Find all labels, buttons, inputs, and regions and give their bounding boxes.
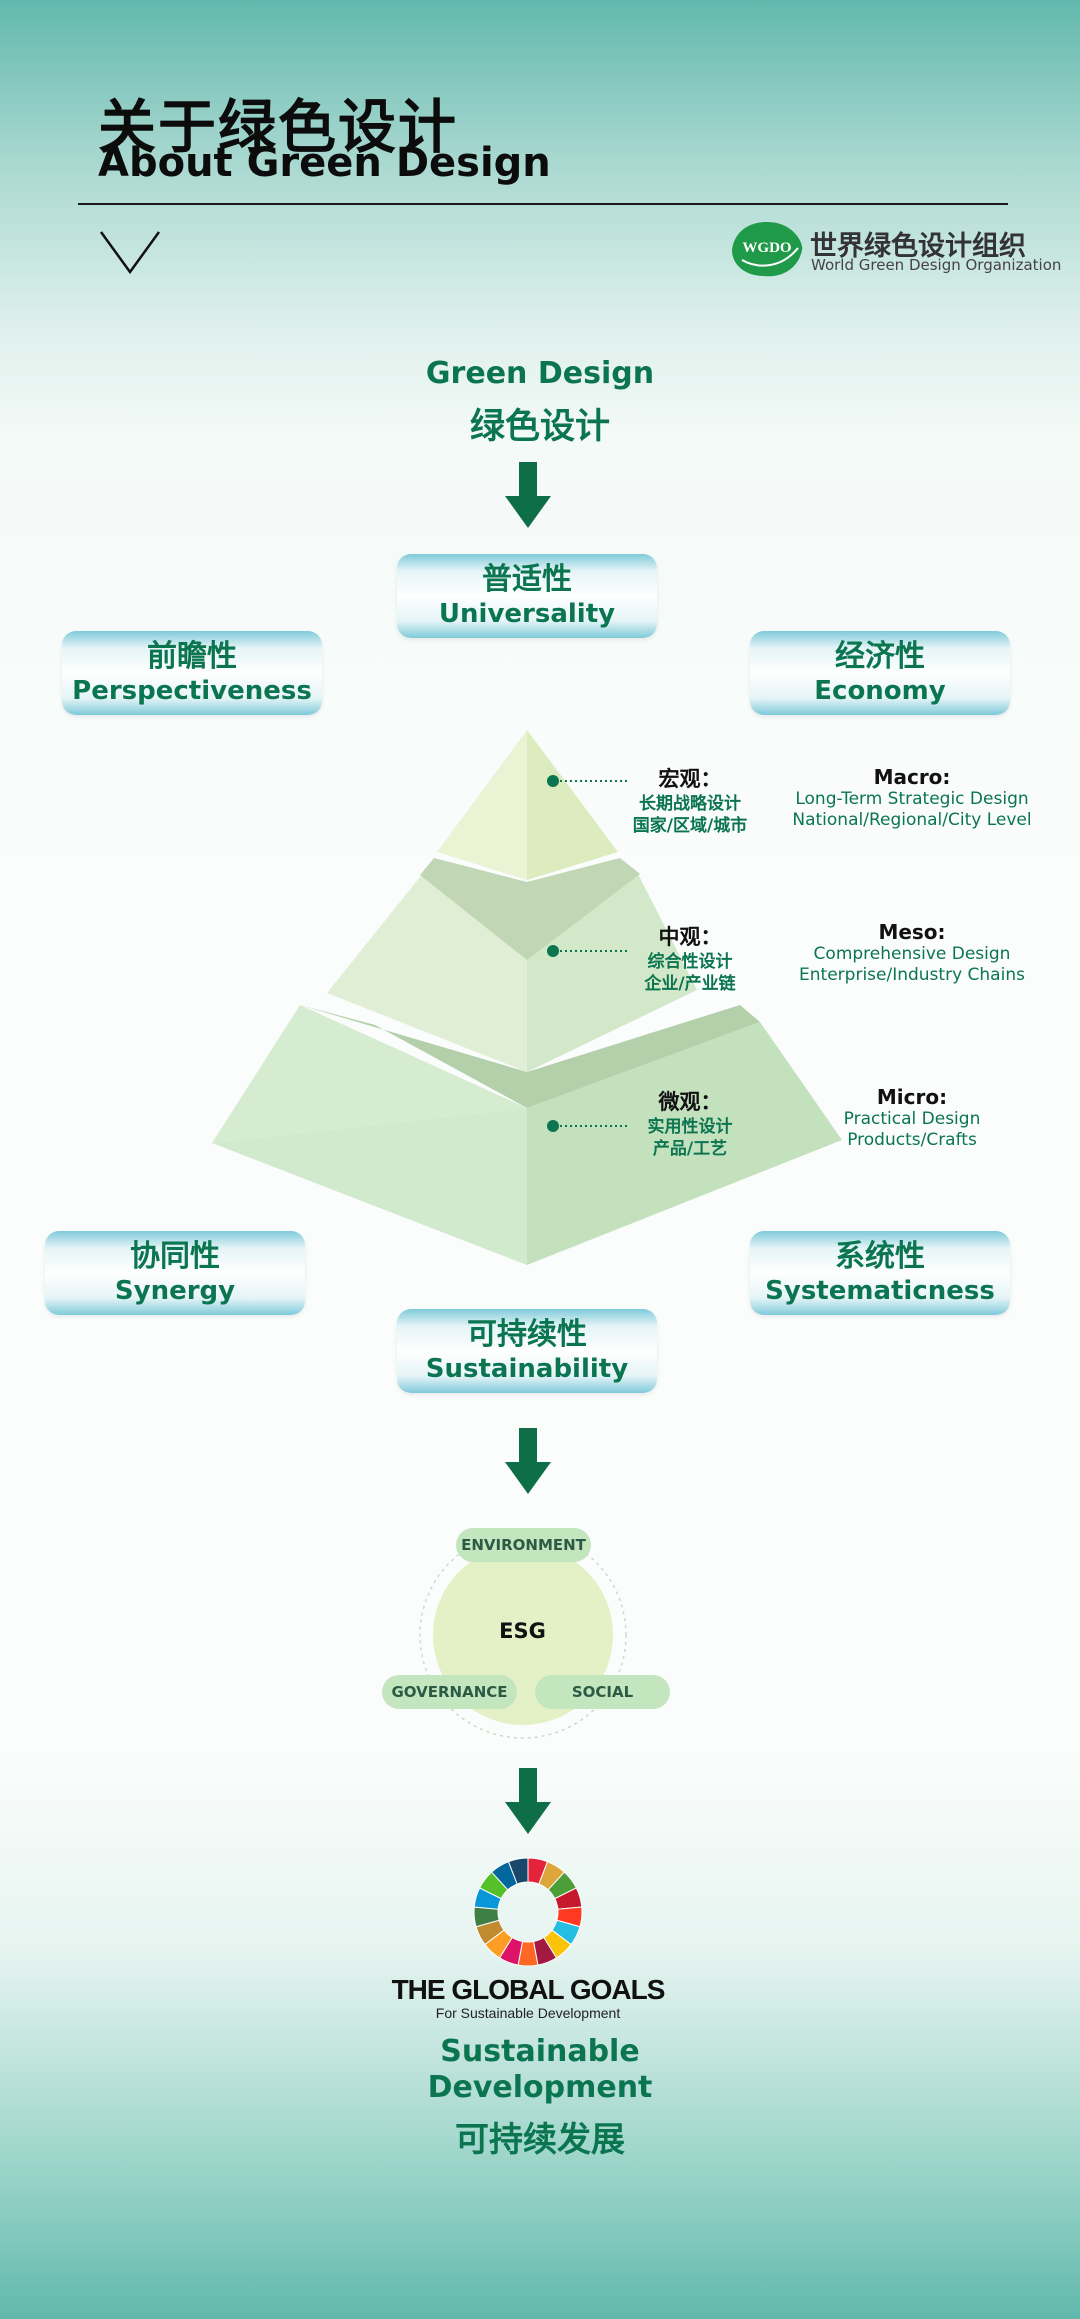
level-macro-en-line2: National/Regional/City Level [792, 810, 1032, 830]
green-design-title-en: Green Design [425, 356, 655, 391]
sustainable-development-cn: 可持续发展 [455, 2120, 625, 2160]
level-meso-cn-line1: 综合性设计 [647, 952, 733, 972]
logo-name-en: World Green Design Organization [811, 256, 1062, 274]
level-meso-en-line2: Enterprise/Industry Chains [799, 965, 1025, 985]
esg-center-label: ESG [499, 1619, 546, 1643]
level-macro-cn: 宏观： [658, 767, 722, 791]
header-divider [78, 203, 1008, 205]
sustainable-development-en: Sustainable Development [340, 2034, 740, 2106]
level-micro-cn-line1: 实用性设计 [647, 1117, 733, 1137]
principle-universality: 普适性 Universality [397, 554, 657, 638]
level-macro-cn-line1: 长期战略设计 [639, 794, 741, 814]
principle-perspectiveness-cn: 前瞻性 [147, 639, 237, 674]
level-meso-en-line1: Comprehensive Design [813, 944, 1011, 964]
page-title-en: About Green Design [98, 140, 551, 186]
sdg-wheel-icon [473, 1857, 583, 1967]
principle-synergy: 协同性 Synergy [45, 1231, 305, 1315]
level-micro-en-block: Micro: Practical Design Products/Crafts [772, 1085, 1052, 1151]
logo-name-cn: 世界绿色设计组织 [810, 231, 1026, 262]
sdg-wheel-segment [507, 1857, 529, 1885]
principle-synergy-cn: 协同性 [130, 1239, 220, 1274]
principle-perspectiveness: 前瞻性 Perspectiveness [62, 631, 322, 715]
level-meso-en: Meso: [878, 920, 946, 944]
level-micro-en-line1: Practical Design [843, 1109, 981, 1129]
sustainable-development-en-line2: Development [427, 2070, 653, 2105]
level-micro-en: Micro: [876, 1085, 948, 1109]
level-micro-cn-block: 微观： 实用性设计 产品/工艺 [600, 1086, 780, 1160]
principle-sustainability-en: Sustainability [425, 1354, 629, 1384]
esg-governance-tag: GOVERNANCE [382, 1675, 517, 1709]
green-design-title-cn: 绿色设计 [469, 407, 610, 447]
principle-systematicness: 系统性 Systematicness [750, 1231, 1010, 1315]
principle-sustainability-cn: 可持续性 [467, 1317, 587, 1352]
level-meso-cn-line2: 企业/产业链 [644, 974, 736, 994]
pyramid-base-tier [212, 1005, 842, 1265]
level-micro-en-line2: Products/Crafts [847, 1130, 977, 1150]
global-goals-subtitle: For Sustainable Development [435, 2005, 621, 2021]
arrow-down-icon [505, 462, 551, 528]
pyramid-top-tier [437, 730, 618, 880]
logo-badge-text: WGDO [742, 240, 791, 256]
principle-systematicness-en: Systematicness [765, 1276, 995, 1306]
level-meso-cn-block: 中观： 综合性设计 企业/产业链 [600, 921, 780, 995]
level-macro-cn-line2: 国家/区域/城市 [632, 816, 748, 836]
wgdo-leaf-logo: WGDO [732, 222, 803, 277]
principle-universality-cn: 普适性 [482, 562, 572, 597]
esg-social-tag: SOCIAL [535, 1675, 670, 1709]
pyramid-middle-tier [327, 858, 697, 1072]
principle-synergy-en: Synergy [114, 1276, 236, 1306]
level-meso-cn: 中观： [658, 925, 722, 949]
sustainable-development-en-line1: Sustainable [440, 2034, 640, 2069]
level-macro-cn-block: 宏观： 长期战略设计 国家/区域/城市 [600, 763, 780, 837]
level-macro-en-block: Macro: Long-Term Strategic Design Nation… [772, 765, 1052, 831]
level-macro-en: Macro: [873, 765, 951, 789]
esg-environment-tag: ENVIRONMENT [456, 1528, 591, 1562]
level-micro-cn: 微观： [658, 1090, 722, 1114]
level-macro-en-line1: Long-Term Strategic Design [795, 789, 1029, 809]
arrow-down-icon [505, 1768, 551, 1834]
principle-perspectiveness-en: Perspectiveness [72, 676, 312, 706]
principle-universality-en: Universality [438, 599, 616, 629]
chevron-down-icon [99, 231, 161, 275]
principle-economy: 经济性 Economy [750, 631, 1010, 715]
global-goals-title: THE GLOBAL GOALS [391, 1974, 666, 2005]
page-title-cn: 关于绿色设计 [98, 93, 459, 161]
principle-economy-cn: 经济性 [835, 639, 925, 674]
principle-economy-en: Economy [814, 676, 946, 706]
principle-systematicness-cn: 系统性 [835, 1239, 925, 1274]
level-micro-cn-line2: 产品/工艺 [652, 1139, 728, 1159]
level-connectors [547, 775, 628, 1132]
principle-sustainability: 可持续性 Sustainability [397, 1309, 657, 1393]
arrow-down-icon [505, 1428, 551, 1494]
level-meso-en-block: Meso: Comprehensive Design Enterprise/In… [772, 920, 1052, 986]
